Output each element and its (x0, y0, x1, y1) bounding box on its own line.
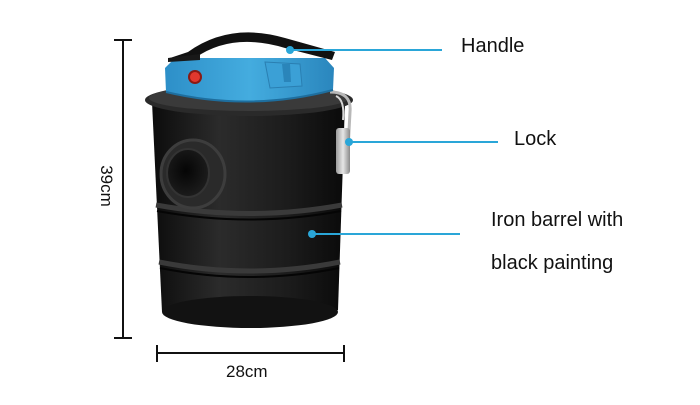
inlet-port-icon (159, 138, 227, 210)
handle (168, 32, 335, 62)
lid (165, 58, 334, 103)
barrel-label-line2: black painting (491, 252, 614, 274)
barrel-label-line1: Iron barrel with (491, 209, 624, 231)
height-dimension-line (114, 39, 132, 339)
barrel-callout-dot (308, 230, 316, 238)
barrel (145, 84, 353, 328)
height-dimension-label: 39cm (97, 165, 116, 207)
lock-callout-dot (345, 138, 353, 146)
power-switch-icon (190, 72, 200, 82)
handle-callout-dot (286, 46, 294, 54)
handle-label: Handle (461, 35, 525, 57)
callout-lines (286, 46, 498, 238)
lock-label: Lock (514, 128, 557, 150)
width-dimension-label: 28cm (226, 362, 268, 381)
width-dimension-line (156, 345, 345, 362)
